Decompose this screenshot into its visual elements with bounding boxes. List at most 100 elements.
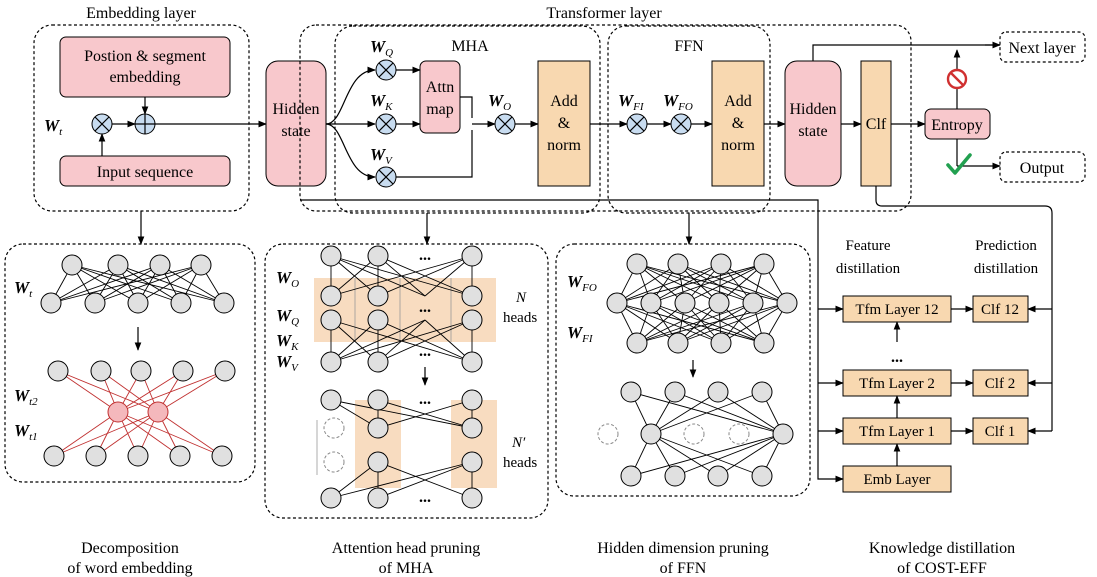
neuron bbox=[707, 465, 729, 487]
neuron bbox=[320, 389, 342, 411]
clf-2-label: Clf 2 bbox=[985, 376, 1015, 392]
attention-head-network: ............... bbox=[316, 245, 483, 509]
edge bbox=[424, 319, 473, 363]
output-label: Output bbox=[1020, 160, 1065, 177]
clf-12-box bbox=[972, 295, 1029, 323]
edge bbox=[53, 411, 159, 457]
neuron bbox=[461, 389, 483, 411]
prediction-label: Prediction bbox=[975, 238, 1037, 254]
next-layer-label: Next layer bbox=[1008, 40, 1076, 57]
add-label-2: Add bbox=[724, 93, 752, 110]
caption-4-line-2: of COST-EFF bbox=[897, 560, 987, 577]
neuron bbox=[367, 487, 389, 509]
neuron bbox=[367, 351, 389, 373]
edge bbox=[636, 263, 788, 304]
neuron bbox=[626, 332, 648, 354]
add-label: Add bbox=[550, 93, 578, 110]
decomposed-neuron bbox=[107, 401, 129, 423]
neuron bbox=[170, 292, 192, 314]
neuron bbox=[84, 292, 106, 314]
edge bbox=[674, 391, 784, 435]
neuron bbox=[626, 253, 648, 275]
feature-label: Feature bbox=[846, 238, 891, 254]
ffn-title: FFN bbox=[674, 38, 704, 55]
edge bbox=[377, 319, 473, 363]
edge bbox=[616, 263, 765, 304]
add-icon bbox=[134, 113, 156, 135]
edge bbox=[636, 302, 754, 344]
pruned-neuron bbox=[683, 423, 705, 445]
edge bbox=[330, 319, 473, 363]
edge bbox=[330, 255, 473, 297]
caption-4-line-1: Knowledge distillation bbox=[869, 540, 1015, 557]
map-label: map bbox=[426, 101, 454, 118]
ffn-pruning-panel bbox=[555, 243, 811, 497]
edge bbox=[95, 411, 159, 457]
panel2-w-k-symbol: WK bbox=[276, 331, 299, 353]
pos-seg-label: Postion & segment bbox=[84, 48, 206, 65]
input-sequence-label: Input sequence bbox=[97, 164, 193, 181]
edge bbox=[377, 255, 473, 297]
heads-label-2: heads bbox=[503, 455, 537, 471]
panel1-w-t2-symbol: Wt2 bbox=[14, 386, 38, 408]
attn-label: Attn bbox=[426, 79, 454, 96]
edge bbox=[674, 433, 784, 477]
neuron bbox=[127, 445, 149, 467]
edge bbox=[616, 302, 679, 344]
edge bbox=[616, 263, 722, 304]
panel1-w-t-symbol: Wt bbox=[14, 278, 33, 300]
edge bbox=[684, 302, 765, 344]
edge bbox=[677, 263, 788, 304]
tfm-layer-1-box bbox=[842, 417, 952, 445]
ellipsis: ... bbox=[419, 343, 431, 360]
neuron bbox=[320, 245, 342, 267]
edge bbox=[377, 399, 473, 429]
edge bbox=[117, 411, 181, 457]
entropy-label: Entropy bbox=[931, 117, 983, 134]
neuron bbox=[640, 292, 662, 314]
norm-label: norm bbox=[547, 137, 581, 154]
emb-layer-label: Emb Layer bbox=[863, 472, 930, 488]
edge bbox=[117, 370, 226, 413]
pruned-neuron bbox=[323, 451, 345, 473]
neuron bbox=[461, 245, 483, 267]
ellipsis: ... bbox=[419, 391, 431, 408]
wfi-multiply-icon bbox=[626, 113, 648, 135]
wq-multiply-icon bbox=[375, 59, 397, 81]
mha-title: MHA bbox=[451, 38, 489, 55]
neuron bbox=[461, 351, 483, 373]
edge bbox=[630, 433, 784, 477]
panel3-w-fi-symbol: WFI bbox=[567, 323, 594, 345]
neuron bbox=[707, 381, 729, 403]
next-layer-box bbox=[999, 31, 1086, 63]
edge bbox=[157, 370, 226, 413]
neuron bbox=[620, 465, 642, 487]
state-label-2: state bbox=[798, 123, 827, 140]
edge bbox=[53, 411, 119, 457]
neuron bbox=[320, 487, 342, 509]
pos-seg-label-2: embedding bbox=[109, 69, 180, 86]
neuron bbox=[751, 465, 773, 487]
pos-seg-embedding-box bbox=[59, 36, 231, 98]
transformer-layer-box bbox=[299, 24, 912, 212]
neuron bbox=[461, 487, 483, 509]
caption-3-line-2: of FFN bbox=[660, 560, 707, 577]
w-fi-symbol: WFI bbox=[618, 91, 645, 113]
edge bbox=[717, 433, 784, 477]
edge bbox=[330, 461, 473, 499]
neuron bbox=[708, 292, 730, 314]
edge bbox=[650, 263, 765, 304]
mha-box bbox=[334, 25, 601, 214]
edge bbox=[50, 264, 161, 304]
neuron bbox=[461, 417, 483, 439]
input-sequence-box bbox=[59, 155, 231, 187]
neuron bbox=[367, 309, 389, 331]
w-q-symbol: WQ bbox=[370, 37, 393, 59]
neuron bbox=[43, 445, 65, 467]
w-o-symbol: WO bbox=[488, 91, 511, 113]
ellipsis: ... bbox=[419, 489, 431, 506]
n-heads-label: N bbox=[515, 290, 527, 306]
neuron bbox=[710, 332, 732, 354]
pruned-head-band-2 bbox=[451, 400, 497, 488]
embedding-layer-title: Embedding layer bbox=[86, 5, 196, 22]
